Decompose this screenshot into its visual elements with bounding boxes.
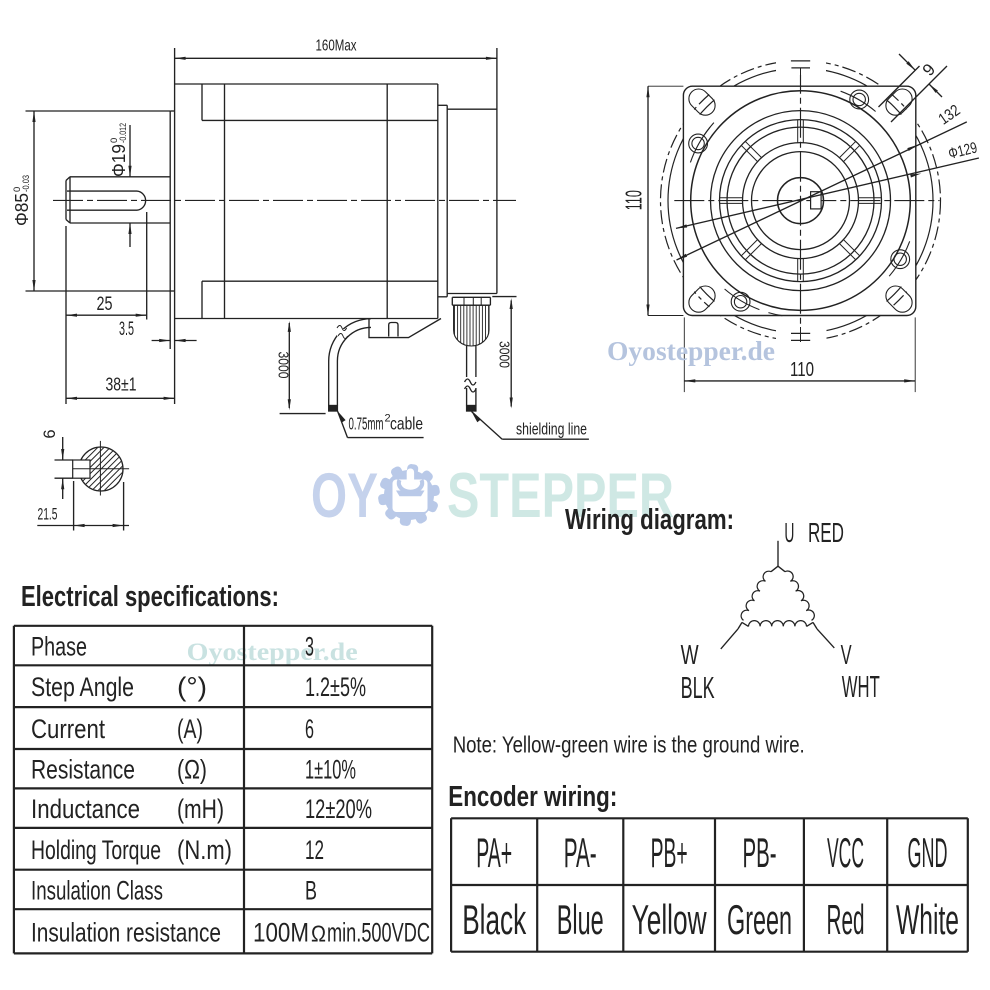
svg-text:1±10%: 1±10% xyxy=(305,755,356,785)
svg-text:V: V xyxy=(841,639,852,670)
svg-text:BLK: BLK xyxy=(681,670,715,705)
svg-text:Insulation resistance: Insulation resistance xyxy=(31,917,221,947)
svg-text:Red: Red xyxy=(827,896,865,943)
svg-text:0: 0 xyxy=(12,187,23,192)
svg-text:25: 25 xyxy=(97,294,113,315)
svg-text:GND: GND xyxy=(908,829,948,876)
svg-text:Oyostepper.de: Oyostepper.de xyxy=(607,336,775,366)
svg-text:3000: 3000 xyxy=(275,352,292,379)
svg-text:(mH): (mH) xyxy=(177,794,224,824)
svg-text:cable: cable xyxy=(390,414,423,434)
svg-text:PB+: PB+ xyxy=(651,829,688,876)
svg-text:Encoder wiring:: Encoder wiring: xyxy=(448,781,617,813)
svg-text:Yellow: Yellow xyxy=(632,896,707,943)
svg-text:VCC: VCC xyxy=(827,829,864,876)
svg-text:100M: 100M xyxy=(253,917,309,947)
svg-text:6: 6 xyxy=(41,429,59,438)
svg-text:3.5: 3.5 xyxy=(119,319,134,340)
svg-text:Step Angle: Step Angle xyxy=(31,672,134,702)
svg-text:Phase: Phase xyxy=(31,632,87,662)
svg-text:-0.03: -0.03 xyxy=(21,175,32,192)
svg-text:Φ129: Φ129 xyxy=(947,139,979,163)
svg-text:min.500VDC: min.500VDC xyxy=(327,917,430,947)
svg-text:Inductance: Inductance xyxy=(31,794,140,824)
svg-text:Insulation Class: Insulation Class xyxy=(31,876,163,906)
svg-text:Φ19: Φ19 xyxy=(109,144,129,177)
svg-text:PA+: PA+ xyxy=(476,829,512,876)
svg-text:B: B xyxy=(305,876,317,906)
svg-text:160Max: 160Max xyxy=(316,38,357,55)
svg-text:Green: Green xyxy=(727,896,792,943)
svg-text:21.5: 21.5 xyxy=(38,505,58,524)
svg-text:38±1: 38±1 xyxy=(106,375,137,395)
svg-text:White: White xyxy=(896,896,959,943)
svg-text:PA-: PA- xyxy=(564,829,597,876)
svg-text:RED: RED xyxy=(808,517,844,548)
svg-text:Electrical specifications:: Electrical specifications: xyxy=(21,581,279,613)
svg-text:(N.m): (N.m) xyxy=(177,835,232,865)
svg-text:shielding line: shielding line xyxy=(516,421,587,439)
svg-text:OY: OY xyxy=(311,461,378,531)
svg-text:6: 6 xyxy=(305,714,314,744)
svg-text:0.75mm: 0.75mm xyxy=(349,414,384,434)
svg-text:-0.012: -0.012 xyxy=(118,123,129,143)
svg-text:Blue: Blue xyxy=(557,896,604,943)
svg-text:(Ω): (Ω) xyxy=(177,755,207,785)
svg-text:Current: Current xyxy=(31,714,105,744)
svg-text:0: 0 xyxy=(109,138,120,143)
svg-text:(°): (°) xyxy=(177,672,207,702)
svg-text:3000: 3000 xyxy=(496,341,513,368)
svg-text:12: 12 xyxy=(305,835,324,865)
svg-text:W: W xyxy=(681,639,699,670)
svg-text:1.2±5%: 1.2±5% xyxy=(305,672,366,702)
svg-text:Resistance: Resistance xyxy=(31,755,135,785)
svg-text:Φ85: Φ85 xyxy=(12,193,32,226)
svg-text:3: 3 xyxy=(305,632,314,662)
svg-text:2: 2 xyxy=(385,413,391,425)
svg-text:110: 110 xyxy=(621,190,647,210)
svg-text:Wiring diagram:: Wiring diagram: xyxy=(565,504,734,536)
svg-text:110: 110 xyxy=(790,358,814,381)
svg-text:Note: Yellow-green wire is the: Note: Yellow-green wire is the ground wi… xyxy=(453,732,805,758)
svg-text:U: U xyxy=(784,517,794,548)
svg-text:WHT: WHT xyxy=(842,669,880,704)
svg-text:STEPPER: STEPPER xyxy=(447,461,674,531)
svg-text:PB-: PB- xyxy=(743,829,777,876)
svg-text:(A): (A) xyxy=(177,714,203,744)
svg-text:Holding Torque: Holding Torque xyxy=(31,835,161,865)
svg-text:12±20%: 12±20% xyxy=(305,794,372,824)
svg-text:Ω: Ω xyxy=(311,920,326,946)
svg-text:Black: Black xyxy=(462,896,527,943)
svg-text:Oyostepper.de: Oyostepper.de xyxy=(187,639,358,666)
